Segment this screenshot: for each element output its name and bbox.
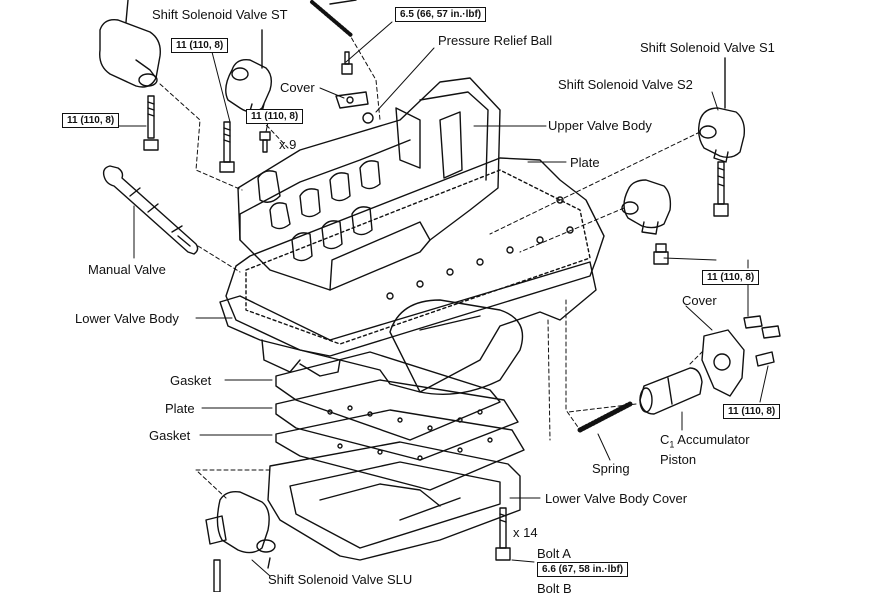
label-shift-solenoid-st: Shift Solenoid Valve ST (152, 7, 288, 22)
label-x14: x 14 (513, 525, 538, 540)
cover-bolt-3 (755, 351, 775, 367)
torque-box-cover: 11 (110, 8) (723, 404, 781, 419)
label-piston: Piston (660, 452, 697, 467)
label-shift-solenoid-s1: Shift Solenoid Valve S1 (640, 40, 775, 55)
bolt-left (143, 95, 159, 151)
label-shift-solenoid-slu: Shift Solenoid Valve SLU (268, 572, 413, 587)
plate-mid (275, 379, 519, 461)
cover-bolt-1 (743, 315, 763, 329)
torque-box-mid: 11 (110, 8) (246, 109, 304, 124)
cover-bolt-2 (761, 325, 781, 339)
label-gasket-1: Gasket (170, 373, 212, 388)
c1-letter: C (660, 432, 670, 447)
accumulator-cover (701, 329, 745, 397)
label-lower-valve-body-cover: Lower Valve Body Cover (545, 491, 688, 506)
label-lower-valve-body: Lower Valve Body (75, 311, 179, 326)
bolt-s1 (713, 161, 729, 217)
bolt-mid (219, 121, 235, 173)
upper-valve-body (237, 77, 501, 291)
torque-box-left: 11 (110, 8) (62, 113, 120, 128)
gasket-2 (275, 409, 525, 491)
alignment-lines (159, 31, 705, 499)
lower-valve-body-cover (267, 441, 521, 561)
pressure-relief-ball (362, 112, 374, 124)
leader-lines (97, 21, 769, 577)
label-upper-valve-body: Upper Valve Body (548, 118, 652, 133)
bolt-x14 (495, 507, 511, 561)
shift-solenoid-st (225, 29, 273, 121)
label-plate-top: Plate (570, 155, 600, 170)
c1-subscript: 1 (669, 439, 675, 450)
shift-solenoid-s2 (621, 179, 672, 235)
shift-solenoid-slu (205, 490, 276, 569)
spring-right (577, 401, 633, 433)
manual-valve (102, 165, 199, 255)
solenoid-top-left (99, 0, 161, 88)
shift-solenoid-s1 (697, 57, 746, 163)
lower-valve-body (219, 261, 597, 395)
bolt-cover-small (341, 51, 353, 75)
torque-box-s1: 11 (110, 8) (702, 270, 760, 285)
spring-top (310, 0, 357, 38)
label-c1-accumulator: C1 Accumulator (660, 432, 750, 453)
plate-upper (225, 157, 605, 357)
label-shift-solenoid-s2: Shift Solenoid Valve S2 (558, 77, 693, 92)
cover-small (335, 91, 369, 109)
label-pressure-relief-ball: Pressure Relief Ball (438, 33, 553, 48)
label-cover-right: Cover (682, 293, 717, 308)
label-spring: Spring (592, 461, 630, 476)
bolt-x9 (259, 131, 271, 153)
label-cover-top: Cover (280, 80, 315, 95)
label-gasket-2: Gasket (149, 428, 191, 443)
label-manual-valve: Manual Valve (88, 262, 166, 277)
torque-box-top: 6.5 (66, 57 in.·lbf) (395, 7, 487, 22)
c1-accumulator-piston (639, 367, 703, 415)
bolt-slu (213, 559, 221, 592)
label-plate-mid: Plate (165, 401, 195, 416)
label-x9: x 9 (279, 137, 297, 152)
bolt-s2 (653, 243, 669, 265)
torque-box-st-left: 11 (110, 8) (171, 38, 229, 53)
c1-accumulator-text: Accumulator (674, 432, 750, 447)
label-bolt-b: Bolt B (537, 581, 572, 596)
label-bolt-a: Bolt A (537, 546, 571, 561)
torque-box-bolt-a: 6.6 (67, 58 in.·lbf) (537, 562, 629, 577)
